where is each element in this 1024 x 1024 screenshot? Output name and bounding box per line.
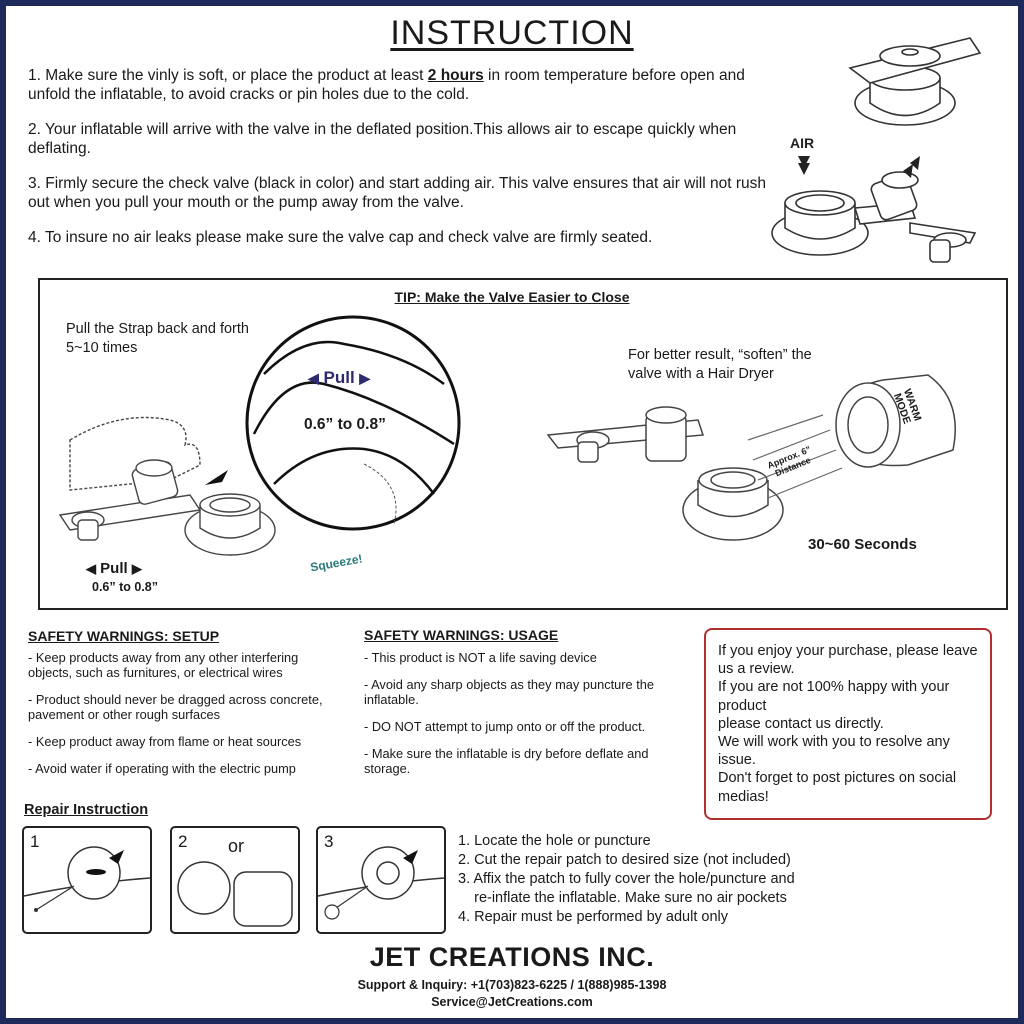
zoom-circle — [245, 315, 461, 531]
zoom-pull-range: 0.6” to 0.8” — [304, 416, 386, 433]
repair-panel-1: 1 — [22, 826, 152, 934]
company-name: JET CREATIONS INC. — [369, 942, 655, 972]
repair-panel-2-drawing — [177, 861, 293, 927]
tip-box — [38, 278, 1008, 610]
safety-usage-list: - This product is NOT a life saving devi… — [364, 650, 684, 788]
review-box — [704, 628, 992, 820]
repair-heading: Repair Instruction — [24, 802, 149, 818]
strap-pull-illustration — [58, 416, 276, 556]
pull-label-small: ◀ Pull ▶ — [86, 560, 142, 577]
valve-illustration-top: AIR — [771, 37, 982, 263]
tip-pull-instruction: Pull the Strap back and forth 5~10 times — [66, 321, 249, 356]
safety-usage-item: - Avoid any sharp objects as they may pu… — [364, 677, 654, 707]
review-text: If you enjoy your purchase, please leave… — [718, 643, 978, 805]
pull-range-small: 0.6” to 0.8” — [92, 580, 158, 594]
repair-step: 1. Locate the hole or puncture — [458, 833, 651, 849]
repair-panel-3: 3 — [316, 826, 446, 934]
step-1: 1. Make sure the vinly is soft, or place… — [28, 67, 745, 103]
repair-step: 3. Affix the patch to fully cover the ho… — [458, 871, 795, 887]
soften-instruction: For better result, “soften” the valve wi… — [628, 347, 812, 382]
step-3: 3. Firmly secure the check valve (black … — [28, 175, 767, 211]
support-line: Support & Inquiry: +1(703)823-6225 / 1(8… — [357, 978, 667, 992]
repair-panel-3-drawing — [317, 846, 445, 920]
safety-setup-item: - Keep product away from flame or heat s… — [28, 734, 302, 749]
instruction-steps: 1. Make sure the vinly is soft, or place… — [28, 66, 778, 263]
step-4: 4. To insure no air leaks please make su… — [28, 229, 653, 246]
repair-step: 4. Repair must be performed by adult onl… — [458, 909, 728, 925]
tip-title: TIP: Make the Valve Easier to Close — [394, 289, 630, 305]
seconds-label: 30~60 Seconds — [808, 536, 917, 553]
repair-panel-1-drawing — [23, 846, 151, 912]
contact-info: Support & Inquiry: +1(703)823-6225 / 1(8… — [0, 977, 1024, 1011]
zoom-pull-label: ◀ Pull ▶ — [308, 368, 371, 387]
safety-usage-item: - This product is NOT a life saving devi… — [364, 650, 597, 665]
safety-usage-item: - DO NOT attempt to jump onto or off the… — [364, 719, 646, 734]
email-link[interactable]: Service@JetCreations.com — [431, 995, 593, 1009]
safety-setup-item: - Avoid water if operating with the elec… — [28, 761, 296, 776]
repair-step: 2. Cut the repair patch to desired size … — [458, 852, 791, 868]
safety-setup-item: - Keep products away from any other inte… — [28, 650, 299, 680]
safety-setup-item: - Product should never be dragged across… — [28, 692, 323, 722]
repair-steps: 1. Locate the hole or puncture 2. Cut th… — [458, 832, 795, 927]
step-2: 2. Your inflatable will arrive with the … — [28, 121, 737, 157]
hair-dryer-illustration — [546, 374, 956, 541]
safety-setup-heading: SAFETY WARNINGS: SETUP — [28, 628, 220, 644]
safety-usage-item: - Make sure the inflatable is dry before… — [364, 746, 649, 776]
repair-panel-2: 2 or — [170, 826, 300, 934]
air-label: AIR — [790, 135, 814, 151]
safety-setup-list: - Keep products away from any other inte… — [28, 650, 338, 788]
safety-usage-heading: SAFETY WARNINGS: USAGE — [364, 627, 559, 643]
repair-step: re-inflate the inflatable. Make sure no … — [458, 890, 787, 906]
page-title: INSTRUCTION — [390, 14, 634, 52]
step-1-hours: 2 hours — [427, 67, 484, 84]
